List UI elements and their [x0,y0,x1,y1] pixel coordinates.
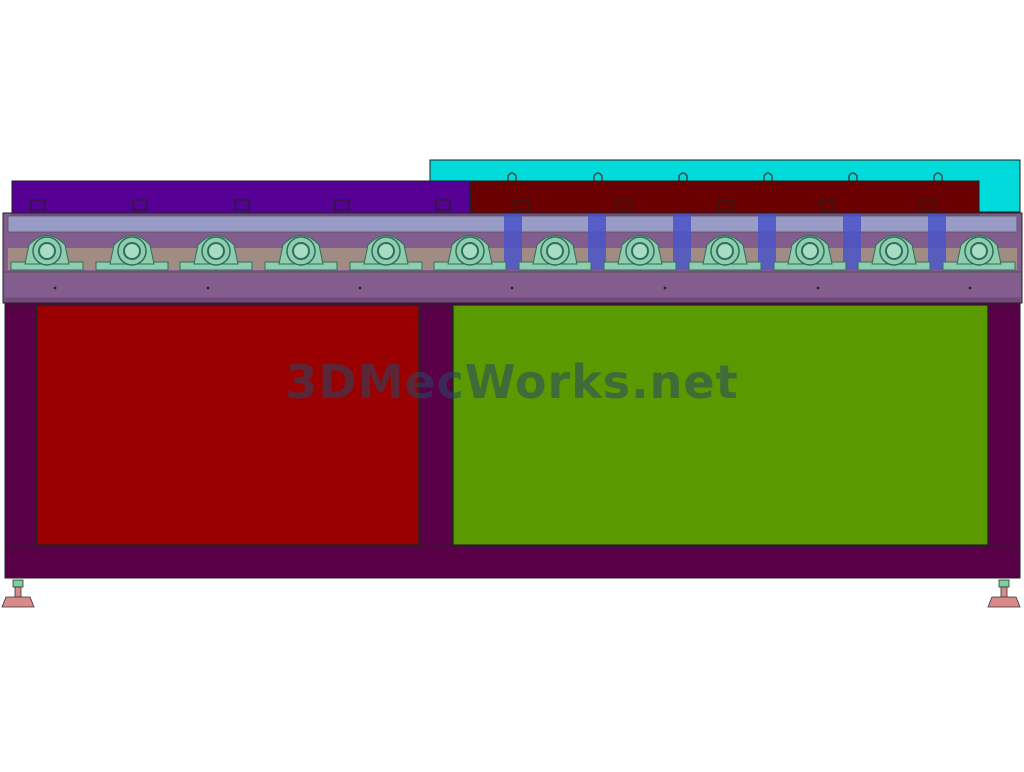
pillow-block-bearing-icon [688,235,762,271]
pillow-block-bearing-icon [264,235,338,271]
frame-center-post [419,299,453,551]
foot-pad [987,596,1021,608]
bolt-dot [968,286,972,290]
bearing-inner-ring [292,242,310,260]
mounting-clip-icon [514,199,530,211]
bearing-inner-ring [716,242,734,260]
pillow-block-bearing-icon [603,235,677,271]
lifting-hook-icon [763,172,773,182]
right-door-panel [452,304,989,546]
foot-nut [12,579,24,588]
feed-chute [758,214,776,270]
pillow-block-bearing-icon [179,235,253,271]
bearing-inner-ring [546,242,564,260]
pillow-block-bearing-icon [518,235,592,271]
frame-bottom-rail [4,545,1021,579]
pillow-block-bearing-icon [942,235,1016,271]
mounting-clip-icon [616,199,632,211]
bearing-inner-ring [207,242,225,260]
bolt-dot [510,286,514,290]
bearing-inner-ring [801,242,819,260]
bolt-dot [358,286,362,290]
mounting-clip-icon [234,199,250,211]
lifting-hook-icon [593,172,603,182]
mounting-clip-icon [334,199,350,211]
mounting-clip-icon [30,199,46,211]
foot-stem [14,586,22,598]
bolt-dot [53,286,57,290]
bearing-inner-ring [461,242,479,260]
bearing-inner-ring [885,242,903,260]
foot-stem [1000,586,1008,598]
leveling-foot-icon [1,579,35,608]
feed-chute [928,214,946,270]
left-door-panel [36,304,420,546]
mounting-clip-icon [920,199,936,211]
bolt-dot [816,286,820,290]
bearing-inner-ring [631,242,649,260]
mounting-clip-icon [435,199,451,211]
foot-pad [1,596,35,608]
pillow-block-bearing-icon [10,235,84,271]
bearing-inner-ring [970,242,988,260]
pillow-block-bearing-icon [773,235,847,271]
mounting-clip-icon [820,199,836,211]
bearing-inner-ring [38,242,56,260]
feed-chute [504,214,522,270]
mounting-clip-icon [132,199,148,211]
feed-chute [843,214,861,270]
right-top-cover [470,180,980,216]
frame-right-leg [987,299,1021,579]
feed-chute [588,214,606,270]
mounting-clip-icon [718,199,734,211]
frame-left-leg [4,299,37,579]
lifting-hook-icon [678,172,688,182]
bolt-dot [663,286,667,290]
left-top-cover [11,180,471,216]
lifting-hook-icon [933,172,943,182]
bolt-dot [206,286,210,290]
lifting-hook-icon [848,172,858,182]
foot-nut [998,579,1010,588]
bearing-inner-ring [123,242,141,260]
pillow-block-bearing-icon [857,235,931,271]
bearing-inner-ring [377,242,395,260]
pillow-block-bearing-icon [433,235,507,271]
lifting-hook-icon [507,172,517,182]
pillow-block-bearing-icon [95,235,169,271]
leveling-foot-icon [987,579,1021,608]
pillow-block-bearing-icon [349,235,423,271]
feed-chute [673,214,691,270]
